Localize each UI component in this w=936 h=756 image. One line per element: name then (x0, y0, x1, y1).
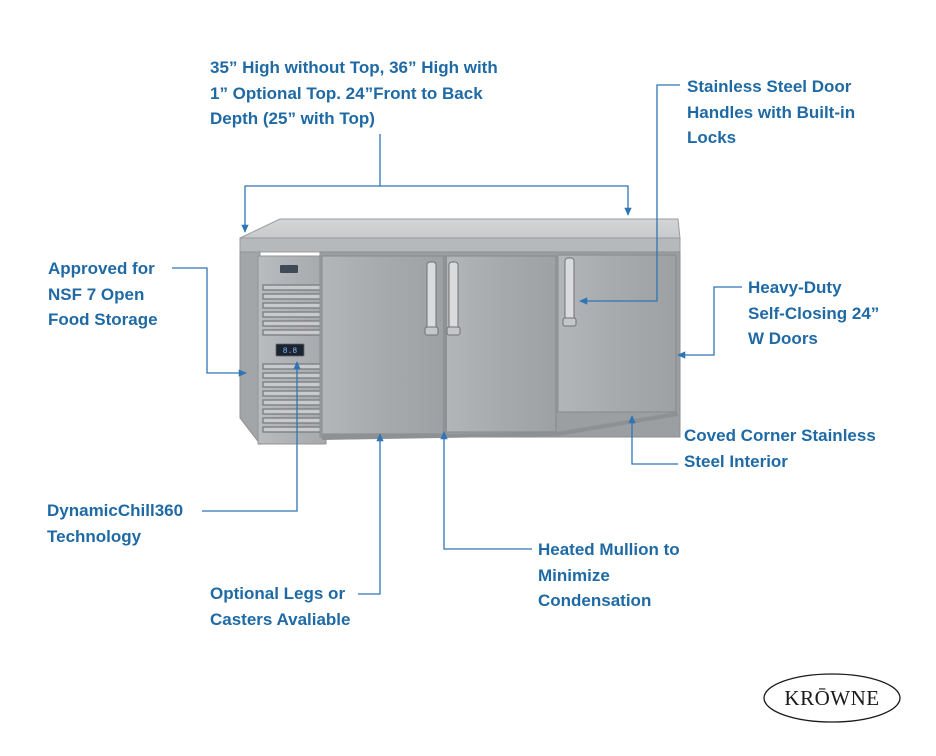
callout-interior: Coved Corner Stainless Steel Interior (684, 426, 876, 471)
temperature-display (275, 343, 305, 357)
callout-doors: Heavy-Duty Self-Closing 24” W Doors (748, 278, 880, 348)
lower-vent-louvers (262, 363, 322, 433)
krowne-logo: KRŌWNE (762, 672, 902, 724)
leader-legs (358, 433, 384, 595)
heated-mullion (443, 256, 447, 434)
leader-mullion (440, 431, 532, 550)
temperature-readout: 8.8 (283, 347, 298, 356)
back-bar-cooler: 8.8 (239, 218, 681, 446)
door-right (557, 254, 677, 413)
callout-mullion: Heated Mullion to Minimize Condensation (538, 540, 680, 610)
callout-handles: Stainless Steel Door Handles with Built-… (687, 77, 856, 147)
leader-lines (172, 84, 742, 595)
leader-doors (677, 286, 742, 359)
krowne-logo-ring (763, 673, 901, 723)
leader-dynamicchill (202, 361, 301, 512)
callout-legs: Optional Legs or Casters Avaliable (210, 584, 351, 629)
leader-interior (628, 415, 678, 465)
handle-left-door (426, 261, 437, 333)
callout-dynamicchill: DynamicChill360 Technology (47, 501, 184, 546)
leader-handles (579, 84, 680, 305)
cabinet-side (239, 251, 261, 446)
handle-middle-door (448, 261, 459, 333)
leader-nsf (172, 267, 247, 377)
callout-nsf: Approved for NSF 7 Open Food Storage (48, 259, 158, 329)
krowne-logo-text: KRŌWNE (784, 685, 880, 710)
door-middle (445, 255, 557, 433)
callout-dimensions: 35” High without Top, 36” High with 1” O… (210, 58, 498, 128)
handle-right-door (564, 257, 575, 325)
door-handles (424, 257, 577, 336)
door-left (321, 255, 445, 435)
